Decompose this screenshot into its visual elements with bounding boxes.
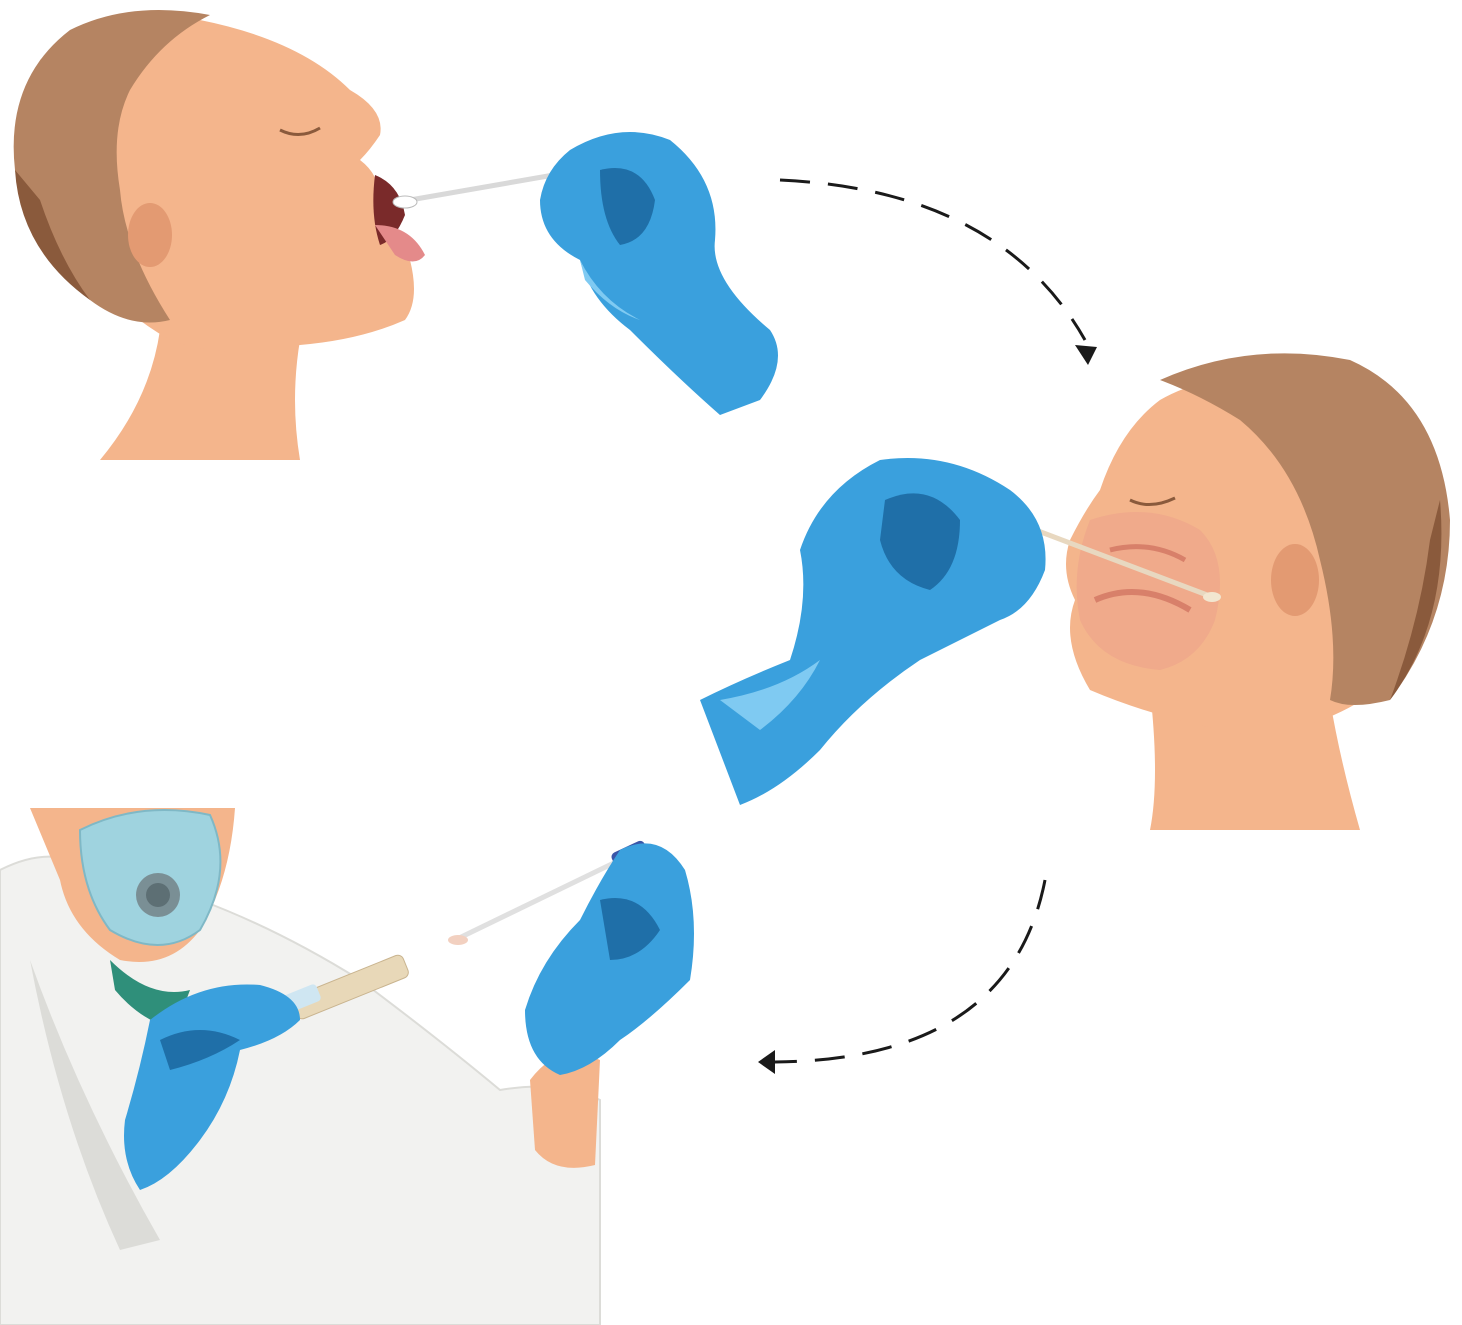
glove-hand-1 — [540, 132, 778, 415]
lab-worker-tube-scene — [0, 808, 694, 1325]
nasal-swab-scene — [700, 353, 1450, 830]
arrow-step-1-to-2 — [780, 180, 1097, 365]
arrow-step-2-to-3 — [758, 880, 1045, 1074]
glove-hand-3-right — [525, 843, 694, 1075]
oral-swab-tip — [393, 196, 417, 208]
arrow-head-1 — [1075, 345, 1097, 365]
glove-hand-2 — [700, 458, 1046, 805]
nasal-swab-tip — [1203, 592, 1221, 602]
collected-swab-tip — [448, 935, 468, 945]
arrow-head-2 — [758, 1050, 775, 1074]
oral-swab-scene — [14, 10, 778, 460]
patient-2-ear — [1271, 544, 1319, 616]
patient-1-ear — [128, 203, 172, 267]
